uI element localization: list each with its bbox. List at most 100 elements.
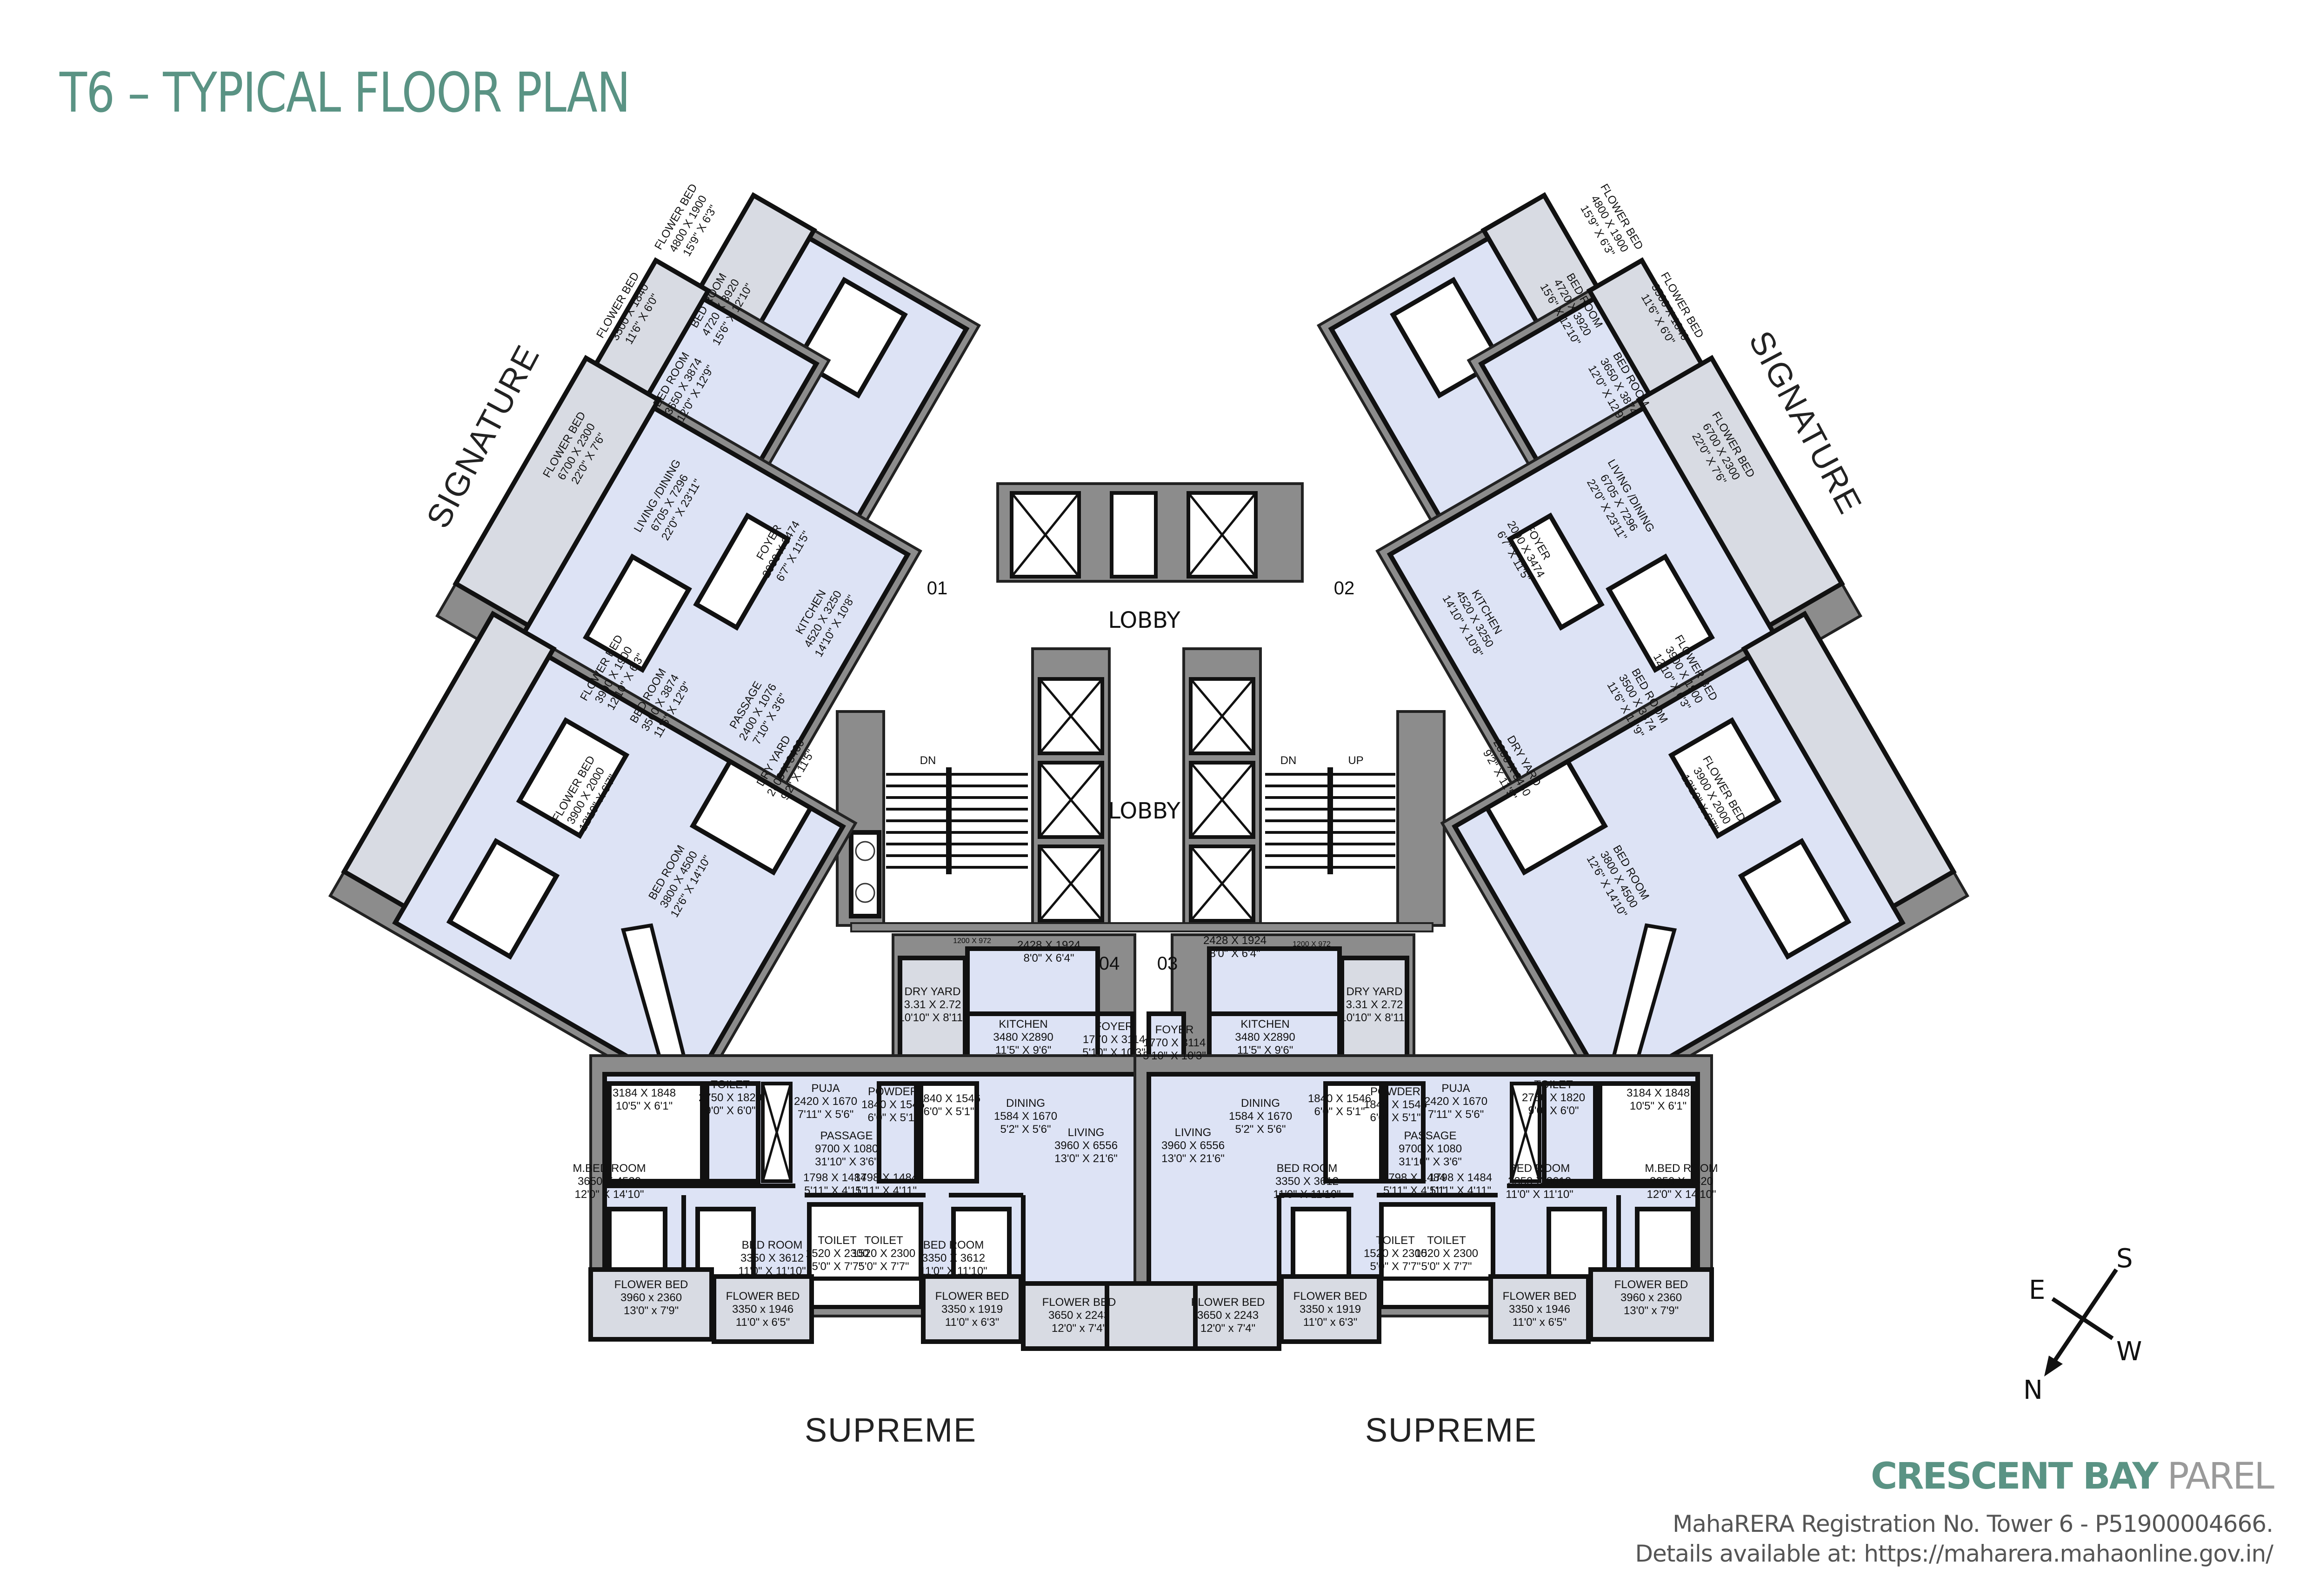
room-label: FLOWER BED 4800 X 1900 15'9" X 6'3" <box>652 182 720 259</box>
svg-text:FLOWER BED: FLOWER BED <box>1614 1278 1688 1291</box>
svg-text:9700 X 1080: 9700 X 1080 <box>1399 1143 1462 1155</box>
svg-text:11'5" X 9'6": 11'5" X 9'6" <box>995 1044 1052 1057</box>
svg-text:11'0" X 11'10": 11'0" X 11'10" <box>920 1265 987 1277</box>
compass-w: W <box>2116 1337 2142 1367</box>
svg-text:3350 X 3612: 3350 X 3612 <box>1275 1175 1339 1188</box>
stair-dn-label: DN <box>1280 754 1297 767</box>
svg-text:TOILET: TOILET <box>864 1234 903 1247</box>
svg-text:31'10" X 3'6": 31'10" X 3'6" <box>815 1156 878 1168</box>
svg-text:TOILET: TOILET <box>818 1234 857 1247</box>
svg-text:3650 X 4520: 3650 X 4520 <box>1650 1175 1713 1188</box>
svg-text:3650 x 2243: 3650 x 2243 <box>1048 1309 1110 1322</box>
stair-dn-label: DN <box>920 754 936 767</box>
staircase-right <box>1265 767 1395 874</box>
svg-text:11'0" x 6'5": 11'0" x 6'5" <box>736 1316 790 1329</box>
svg-text:3.31 X 2.72: 3.31 X 2.72 <box>904 998 961 1011</box>
svg-text:13'0" x 7'9": 13'0" x 7'9" <box>1624 1304 1679 1317</box>
svg-text:2420 X 1670: 2420 X 1670 <box>794 1095 857 1108</box>
compass-icon: S E W N <box>2023 1244 2142 1405</box>
svg-text:3650 x 2243: 3650 x 2243 <box>1197 1309 1259 1322</box>
svg-text:POWDER: POWDER <box>1370 1085 1420 1098</box>
svg-text:5'11" X 4'11": 5'11" X 4'11" <box>855 1184 917 1197</box>
svg-text:5'2" X 5'6": 5'2" X 5'6" <box>1235 1123 1286 1136</box>
svg-text:BED ROOM: BED ROOM <box>923 1239 984 1251</box>
svg-text:1200 X 972: 1200 X 972 <box>953 937 991 945</box>
svg-text:12'0" X 14'10": 12'0" X 14'10" <box>1647 1188 1716 1201</box>
svg-text:12'0" x 7'4": 12'0" x 7'4" <box>1052 1322 1107 1335</box>
svg-text:1200 X 972: 1200 X 972 <box>1293 940 1331 948</box>
registration-block: MahaRERA Registration No. Tower 6 - P519… <box>1635 1509 2273 1569</box>
compass-s: S <box>2116 1244 2133 1274</box>
brand-location: PAREL <box>2157 1456 2274 1497</box>
svg-text:1798 X 1484: 1798 X 1484 <box>854 1171 918 1184</box>
svg-text:12'0" x 7'4": 12'0" x 7'4" <box>1200 1322 1255 1335</box>
svg-text:9'0" X 6'0": 9'0" X 6'0" <box>705 1104 756 1117</box>
svg-text:TOILET: TOILET <box>1427 1234 1466 1247</box>
supreme-label-right: SUPREME <box>1365 1412 1537 1449</box>
lobby-label-lower: LOBBY <box>1108 798 1180 824</box>
room-label: FLOWER BED 4800 X 1900 15'9" X 6'3" <box>1578 182 1646 259</box>
svg-text:7'11" X 5'6": 7'11" X 5'6" <box>1428 1108 1484 1121</box>
svg-text:11'5" X 9'6": 11'5" X 9'6" <box>1237 1044 1293 1057</box>
svg-text:PASSAGE: PASSAGE <box>820 1130 873 1142</box>
svg-text:3350 X 3612: 3350 X 3612 <box>922 1252 985 1264</box>
svg-text:1520 X 2300: 1520 X 2300 <box>806 1247 869 1260</box>
svg-text:M.BED ROOM: M.BED ROOM <box>1645 1162 1718 1175</box>
stair-up-label: UP <box>1348 754 1363 767</box>
svg-text:5'11" X 4'11": 5'11" X 4'11" <box>804 1184 866 1197</box>
svg-text:1840 X 1546: 1840 X 1546 <box>917 1092 980 1105</box>
svg-text:KITCHEN: KITCHEN <box>1240 1018 1289 1031</box>
svg-text:1798 X 1484: 1798 X 1484 <box>1429 1171 1492 1184</box>
svg-text:13'0" X 21'6": 13'0" X 21'6" <box>1161 1152 1225 1165</box>
svg-text:FLOWER BED: FLOWER BED <box>1503 1290 1577 1303</box>
brand-logo: CRESCENT BAY PAREL <box>1871 1456 2274 1497</box>
svg-text:KITCHEN: KITCHEN <box>999 1018 1047 1031</box>
svg-text:PASSAGE: PASSAGE <box>1404 1130 1457 1142</box>
svg-text:2420 X 1670: 2420 X 1670 <box>1424 1095 1487 1108</box>
compass-n: N <box>2023 1375 2043 1405</box>
svg-text:1770 X 3114: 1770 X 3114 <box>1143 1037 1206 1049</box>
svg-text:13'0" x 7'9": 13'0" x 7'9" <box>624 1304 679 1317</box>
svg-text:10'5" X 6'1": 10'5" X 6'1" <box>616 1100 673 1112</box>
svg-text:3960 X 6556: 3960 X 6556 <box>1054 1139 1118 1152</box>
svg-text:6'0" X 5'1": 6'0" X 5'1" <box>924 1105 974 1118</box>
svg-text:1520 X 2300: 1520 X 2300 <box>1415 1247 1478 1260</box>
svg-text:9'0" X 6'0": 9'0" X 6'0" <box>1528 1104 1579 1117</box>
svg-text:31'10" X 3'6": 31'10" X 3'6" <box>1399 1156 1462 1168</box>
svg-text:8'0" X 6'4": 8'0" X 6'4" <box>1210 947 1260 960</box>
svg-text:11'0" X 11'10": 11'0" X 11'10" <box>1506 1188 1573 1201</box>
signature-unit-01: FLOWER BED 4800 X 1900 15'9" X 6'3" BED … <box>328 182 981 1107</box>
page-title: T6 – TYPICAL FLOOR PLAN <box>60 60 630 125</box>
brand-name: CRESCENT BAY <box>1871 1456 2159 1497</box>
unit-number-03: 03 <box>1157 953 1178 974</box>
lobby-label-upper: LOBBY <box>1108 607 1180 633</box>
svg-text:11'0" X 11'10": 11'0" X 11'10" <box>1273 1188 1340 1201</box>
svg-text:PUJA: PUJA <box>811 1082 840 1095</box>
svg-text:10'10" X 8'11": 10'10" X 8'11" <box>898 1011 967 1024</box>
core: DN DN UP LOBBY LOBBY 01 02 <box>836 482 1446 932</box>
svg-text:FOYER: FOYER <box>1155 1024 1194 1036</box>
svg-text:TOILET: TOILET <box>711 1078 750 1091</box>
svg-text:2750 X 1820: 2750 X 1820 <box>1522 1091 1585 1104</box>
svg-text:1798 X 1484: 1798 X 1484 <box>803 1171 867 1184</box>
svg-text:5'10" X 10'3": 5'10" X 10'3" <box>1082 1046 1146 1059</box>
svg-text:11'0" x 6'3": 11'0" x 6'3" <box>945 1316 1000 1329</box>
svg-text:6'0" X 5'1": 6'0" X 5'1" <box>1314 1105 1365 1118</box>
rera-details-link[interactable]: Details available at: https://maharera.m… <box>1635 1540 2273 1567</box>
svg-text:FOYER: FOYER <box>1095 1020 1133 1033</box>
svg-text:6'0" X 5'1": 6'0" X 5'1" <box>868 1111 919 1124</box>
svg-text:13'0" X 21'6": 13'0" X 21'6" <box>1054 1152 1118 1165</box>
svg-text:9700 X 1080: 9700 X 1080 <box>815 1143 878 1155</box>
svg-text:8'0" X 6'4": 8'0" X 6'4" <box>1024 952 1074 964</box>
svg-text:1840 X 1546: 1840 X 1546 <box>861 1098 925 1111</box>
svg-text:1798 X 1484: 1798 X 1484 <box>1382 1171 1446 1184</box>
svg-text:3184 X 1848: 3184 X 1848 <box>1627 1087 1690 1099</box>
svg-text:TOILET: TOILET <box>1534 1078 1573 1091</box>
svg-text:FLOWER BED: FLOWER BED <box>1042 1296 1116 1309</box>
svg-text:DINING: DINING <box>1006 1097 1045 1110</box>
svg-text:DRY YARD: DRY YARD <box>905 985 961 998</box>
svg-text:10'5" X 6'1": 10'5" X 6'1" <box>1630 1100 1687 1112</box>
svg-text:1584 X 1670: 1584 X 1670 <box>994 1110 1057 1123</box>
svg-text:3184 X 1848: 3184 X 1848 <box>613 1087 676 1099</box>
svg-text:10'10" X 8'11": 10'10" X 8'11" <box>1340 1011 1408 1024</box>
